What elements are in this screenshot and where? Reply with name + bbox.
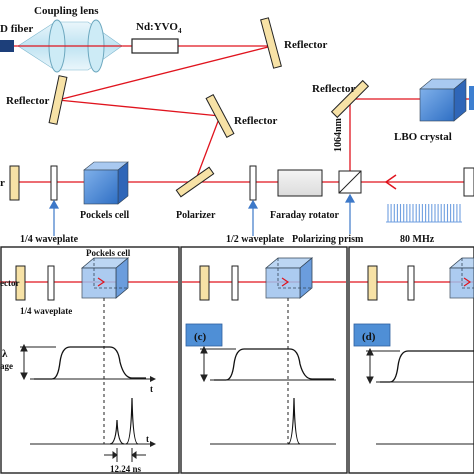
reflector-top-right	[260, 17, 282, 69]
panel-b-pockels-label: Pockels cell	[86, 248, 131, 258]
reflector-mid	[205, 94, 235, 138]
pulse-train	[386, 204, 462, 223]
panel-d: (d)	[350, 257, 474, 445]
lbo-crystal	[419, 78, 467, 122]
panel-c-reflector	[199, 265, 210, 301]
panel-borders	[0, 246, 474, 474]
right-edge-element	[469, 86, 474, 110]
panel-d-tag-box	[353, 323, 391, 347]
right-edge-component	[463, 167, 474, 197]
panel-d-reflector	[367, 265, 378, 301]
panel-d-voltage-measure	[366, 347, 400, 385]
panel-b-spacing-label: 12.24 ns	[110, 464, 142, 474]
panel-b-voltage-word: age	[0, 361, 13, 371]
panel-b-voltage-curve	[34, 346, 146, 380]
panel-b-spacing-marker	[104, 448, 146, 462]
half-waveplate	[249, 165, 257, 201]
lbo-label: LBO crystal	[394, 131, 452, 143]
panel-b-pulse-small	[109, 419, 125, 445]
reflector-1-label: Reflector	[284, 39, 327, 51]
panel-c: (c)	[182, 257, 346, 445]
quarter-waveplate-label: 1/4 waveplate	[20, 234, 79, 245]
coupling-lens-label: Coupling lens	[34, 5, 99, 17]
panel-b: ector Pockels cell 1/4 waveplate λ age t	[0, 248, 178, 474]
nd-yvo4-crystal	[131, 38, 179, 54]
reflector-3-label: Reflector	[234, 115, 277, 127]
panel-c-tag: (c)	[194, 331, 207, 343]
reflector-left	[48, 75, 68, 125]
panel-c-voltage-curve	[214, 348, 334, 381]
pockels-cell	[83, 161, 129, 205]
coupling-lens	[17, 19, 123, 73]
panel-b-t-label-2: t	[146, 434, 149, 444]
faraday-rotator	[277, 169, 323, 197]
polarizer	[175, 166, 215, 198]
panel-b-reflector-label: ector	[0, 278, 19, 288]
fiber-label: D fiber	[0, 23, 33, 35]
nd-yvo4-label: Nd:YVO4	[136, 21, 182, 35]
left-reflector-label: r	[0, 177, 5, 189]
panel-b-waveplate	[47, 265, 55, 301]
panel-b-t-axis-2-arrow-icon	[150, 441, 156, 447]
panel-b-t-axis-1-arrow-icon	[150, 376, 156, 382]
pockels-cell-label: Pockels cell	[80, 210, 129, 221]
fiber-connector	[0, 40, 14, 52]
panel-d-voltage-curve	[380, 350, 474, 383]
faraday-rotator-label: Faraday rotator	[270, 210, 340, 221]
panel-c-waveplate	[231, 265, 239, 301]
polarizing-prism	[338, 170, 362, 194]
panel-b-pockels-cell	[80, 257, 130, 299]
panel-b-voltage-symbol: λ	[2, 348, 8, 360]
panel-d-waveplate	[407, 265, 415, 301]
panel-d-pockels-cell	[448, 257, 474, 299]
left-reflector	[9, 165, 20, 201]
reflector-2-label: Reflector	[6, 95, 49, 107]
label-pointer-arrows	[48, 193, 356, 236]
panel-b-waveplate-label: 1/4 waveplate	[20, 306, 72, 316]
panel-b-t-label-1: t	[150, 384, 153, 394]
panel-b-voltage-measure	[20, 343, 56, 381]
panel-c-pulse	[287, 397, 301, 445]
panel-b-reflector	[15, 265, 26, 301]
panel-b-pulse-large	[125, 397, 139, 445]
polarizer-label: Polarizer	[176, 210, 216, 221]
polarizing-prism-label: Polarizing prism	[292, 234, 364, 245]
panel-c-voltage-measure	[200, 345, 236, 383]
quarter-waveplate	[50, 165, 58, 201]
half-waveplate-label: 1/2 waveplate	[226, 234, 285, 245]
reflector-4-label: Reflector	[312, 83, 355, 95]
input-direction-arrow-icon	[384, 174, 397, 190]
panel-c-pockels-cell	[264, 257, 314, 299]
rep-rate-label: 80 MHz	[400, 234, 435, 245]
panel-d-tag: (d)	[362, 331, 376, 343]
reflector-upper-right	[330, 79, 370, 119]
wavelength-label: 1064nm	[333, 117, 344, 152]
